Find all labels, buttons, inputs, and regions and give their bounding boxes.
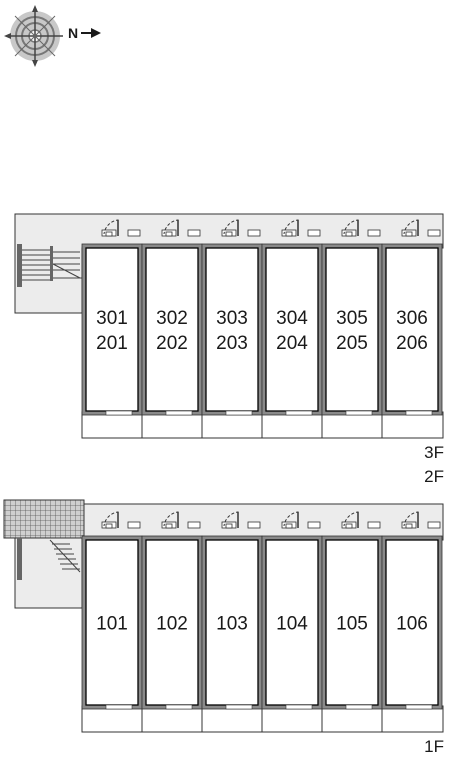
upper-balcony-door (165, 410, 193, 416)
lower-unit-label: 105 (336, 614, 368, 635)
upper-balcony-door (105, 410, 133, 416)
lower-door-1-icon (101, 511, 141, 529)
upper-unit-label: 205 (336, 333, 368, 354)
upper-balcony-door (345, 410, 373, 416)
lower-unit-label: 102 (156, 614, 188, 635)
upper-unit-label: 204 (276, 333, 308, 354)
upper-balcony-door (285, 410, 313, 416)
lower-stairs (17, 538, 81, 580)
compass-rose-icon (4, 5, 63, 67)
lower-balcony-door (345, 704, 373, 710)
lower-balcony-door (225, 704, 253, 710)
lower-door-5-icon (341, 511, 381, 529)
lower-door-2-icon (161, 511, 201, 529)
upper-unit-label: 301 (96, 308, 128, 329)
upper-door-6-icon (401, 219, 441, 237)
upper-unit-room (85, 247, 139, 412)
upper-door-5-icon (341, 219, 381, 237)
bicycle-parking-area (3, 499, 85, 539)
north-arrow-icon (81, 28, 101, 38)
upper-unit-room (385, 247, 439, 412)
upper-unit-label: 303 (216, 308, 248, 329)
upper-door-3-icon (221, 219, 261, 237)
upper-unit-room (325, 247, 379, 412)
upper-unit-label: 306 (396, 308, 428, 329)
north-label: N (68, 25, 78, 41)
lower-unit-room (205, 539, 259, 706)
lower-unit-5: 105 (321, 511, 383, 710)
upper-door-1-icon (101, 219, 141, 237)
upper-stairs (17, 244, 82, 287)
lower-balcony-door (285, 704, 313, 710)
lower-unit-room (385, 539, 439, 706)
floor-label-3f: 3F (424, 443, 444, 462)
upper-unit-label: 302 (156, 308, 188, 329)
lower-building: 101 102 103 104 105 106 (3, 499, 444, 733)
upper-unit-label: 202 (156, 333, 188, 354)
lower-unit-label: 101 (96, 614, 128, 635)
lower-unit-6: 106 (381, 511, 443, 710)
upper-unit-label: 203 (216, 333, 248, 354)
upper-unit-room (205, 247, 259, 412)
lower-unit-room (85, 539, 139, 706)
upper-unit-room (145, 247, 199, 412)
upper-door-2-icon (161, 219, 201, 237)
upper-unit-label: 206 (396, 333, 428, 354)
lower-unit-label: 104 (276, 614, 308, 635)
lower-door-4-icon (281, 511, 321, 529)
lower-unit-room (325, 539, 379, 706)
lower-door-3-icon (221, 511, 261, 529)
lower-unit-1: 101 (81, 511, 143, 710)
upper-unit-label: 305 (336, 308, 368, 329)
upper-balcony-door (225, 410, 253, 416)
lower-door-6-icon (401, 511, 441, 529)
floor-label-1f: 1F (424, 737, 444, 756)
floor-label-2f: 2F (424, 467, 444, 486)
upper-unit-label: 304 (276, 308, 308, 329)
lower-balcony-door (105, 704, 133, 710)
lower-unit-label: 106 (396, 614, 428, 635)
upper-unit-label: 201 (96, 333, 128, 354)
upper-unit-room (265, 247, 319, 412)
lower-unit-label: 103 (216, 614, 248, 635)
lower-balcony-door (405, 704, 433, 710)
lower-unit-4: 104 (261, 511, 323, 710)
lower-unit-3: 103 (201, 511, 263, 710)
lower-balcony-door (165, 704, 193, 710)
lower-unit-2: 102 (141, 511, 203, 710)
upper-balcony-door (405, 410, 433, 416)
upper-door-4-icon (281, 219, 321, 237)
